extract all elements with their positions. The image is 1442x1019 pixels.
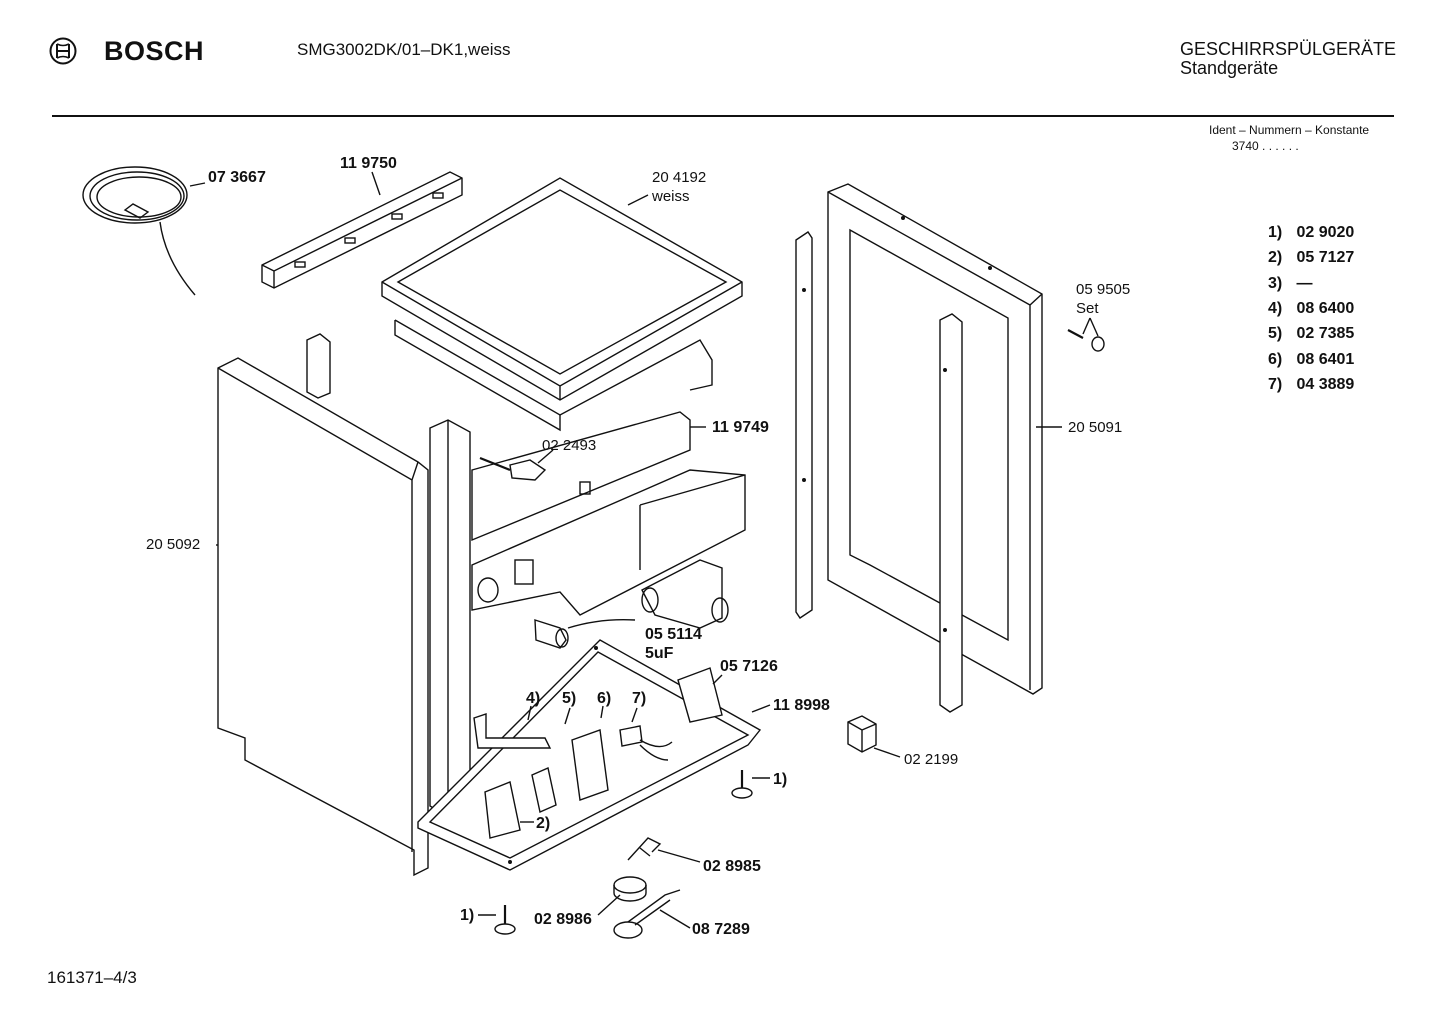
relay-part (847, 715, 901, 758)
right-rail-part (795, 231, 963, 713)
category-subtitle: Standgeräte (1180, 58, 1279, 78)
part-label-note: Set (1076, 300, 1099, 317)
part-label: 20 5092 (146, 536, 201, 553)
callout-label: 4) (526, 690, 541, 707)
top-cover-part (381, 177, 743, 432)
clamp-part (479, 449, 554, 481)
callout-label: 7) (632, 690, 647, 707)
legend-row: 4) 08 6400 (1268, 300, 1355, 317)
power-cord-part (82, 166, 206, 296)
float-switch-parts (597, 837, 701, 939)
part-label: 05 5114 (645, 626, 702, 643)
screw-set-part (1067, 317, 1105, 352)
part-label: 11 8998 (773, 697, 830, 714)
header-divider (52, 115, 1394, 117)
part-label: 20 5091 (1068, 419, 1123, 436)
callout-label: 5) (562, 690, 577, 707)
legend-row: 3) — (1268, 275, 1313, 292)
legend-row: 7) 04 3889 (1268, 376, 1355, 393)
brand-name: BOSCH (104, 36, 205, 66)
capacitor-part (534, 619, 636, 649)
callout-label: 6) (597, 690, 612, 707)
small-components (473, 667, 723, 839)
part-label: 02 8985 (703, 858, 761, 875)
part-label: 11 9750 (340, 155, 397, 172)
part-label: 05 7126 (720, 658, 778, 675)
document-number: 161371–4/3 (47, 968, 137, 987)
legend-row: 5) 02 7385 (1268, 325, 1355, 342)
top-rail-part (261, 171, 463, 289)
part-label: 02 8986 (534, 911, 592, 928)
ident-value: 3740 . . . . . . (1232, 139, 1299, 153)
legend-row: 6) 08 6401 (1268, 351, 1355, 368)
left-side-panel-part (216, 357, 429, 877)
part-label: 02 2493 (542, 437, 597, 454)
model-number: SMG3002DK/01–DK1,weiss (297, 40, 511, 59)
part-label: 02 2199 (904, 751, 959, 768)
air-duct-part (641, 559, 729, 629)
part-label: 11 9749 (712, 419, 769, 436)
callout-label: 2) (536, 815, 551, 832)
category-title: GESCHIRRSPÜLGERÄTE (1180, 39, 1397, 59)
rear-frame-part (471, 411, 746, 616)
legend-row: 2) 05 7127 (1268, 249, 1355, 266)
bosch-logo-icon (49, 37, 77, 65)
callout-label: 1) (773, 771, 788, 788)
right-side-panel-part (827, 183, 1062, 695)
part-label: 20 4192 (652, 169, 707, 186)
part-label-note: 5uF (645, 645, 674, 662)
part-label: 08 7289 (692, 921, 750, 938)
part-label: 07 3667 (208, 169, 266, 186)
legend-row: 1) 02 9020 (1268, 224, 1355, 241)
part-label: 05 9505 (1076, 281, 1131, 298)
part-label-note: weiss (652, 188, 690, 205)
ident-label: Ident – Nummern – Konstante (1209, 123, 1370, 137)
callout-label: 1) (460, 907, 475, 924)
adjustable-feet (478, 770, 770, 935)
